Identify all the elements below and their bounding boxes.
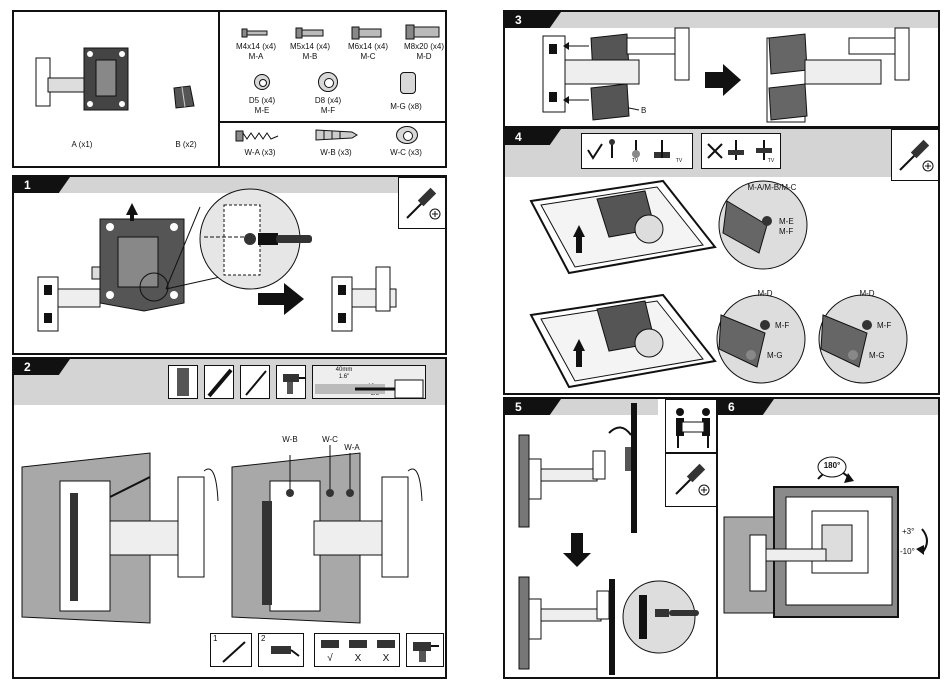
drill-icon — [411, 638, 441, 664]
tool-drill — [276, 365, 306, 399]
screw-m-b-icon — [296, 27, 324, 39]
washer-m-f-icon — [318, 72, 338, 92]
mount-arm-drawing — [34, 40, 134, 130]
substep-2-number: 2 — [261, 634, 265, 644]
step-4-mf-label-1: M-F — [779, 227, 793, 237]
screwdriver-tool-box — [398, 177, 447, 229]
washer-m-f-code: M-F — [298, 106, 358, 116]
screw-m-d-size: M8x20 (x4) — [394, 42, 447, 52]
screwdriver-icon — [403, 184, 443, 224]
drill-depth-diagram: 40mm 1.6" 10mm 3/8" — [312, 365, 426, 399]
drill-tool-box — [406, 633, 444, 667]
step-6-tilt-down: -10° — [900, 547, 915, 557]
tool-wall-drywall — [168, 365, 198, 399]
step-1-illustration — [14, 177, 394, 355]
washer-m-e-size: D5 (x4) — [232, 96, 292, 106]
step-4-mg-label-3: M-G — [869, 351, 885, 361]
screw-m-a-size: M4x14 (x4) — [226, 42, 286, 52]
anchor-cross-1: X — [351, 654, 365, 664]
wall-plug-w-b-icon — [316, 128, 358, 142]
wall-b-label: W-B (x3) — [306, 148, 366, 158]
screw-m-d-icon — [406, 24, 440, 40]
part-b-label: B (x2) — [166, 140, 206, 150]
part-a-label: A (x1) — [62, 140, 102, 150]
step-3-illustration — [505, 12, 938, 128]
spacer-m-g-code: M-G (x8) — [376, 102, 436, 112]
step-5-panel: 5 — [503, 397, 718, 679]
parts-panel: A (x1) B (x2) M4x14 (x4) M-A M5x14 (x4) … — [12, 10, 447, 168]
step-4-combo-label: M-A/M-B/M-C — [737, 183, 807, 193]
substep-1-box: 1 — [210, 633, 252, 667]
step-6-panel: 6 180° +3° -10° — [716, 397, 940, 679]
screw-m-c-size: M6x14 (x4) — [338, 42, 398, 52]
drill-depth-mm: 40mm — [329, 367, 359, 374]
wall-a-label: W-A (x3) — [230, 148, 290, 158]
tool-level — [204, 365, 234, 399]
screw-m-a-code: M-A — [226, 52, 286, 62]
screw-m-d-code: M-D — [394, 52, 447, 62]
screw-m-a-icon — [242, 28, 268, 38]
step-3-panel: 3 B — [503, 10, 940, 128]
callout-w-b: W-B — [278, 435, 302, 445]
step-4-me-label: M-E — [779, 217, 794, 227]
step-4-mg-label-2: M-G — [767, 351, 783, 361]
step-1-panel: 1 — [12, 175, 447, 355]
anchor-check-mark: √ — [323, 654, 337, 664]
screw-m-c-icon — [352, 26, 382, 40]
washer-m-f-size: D8 (x4) — [298, 96, 358, 106]
step-4-panel: 4 TV TV TV — [503, 127, 940, 395]
screw-m-c-code: M-C — [338, 52, 398, 62]
step-3-b-label: B — [641, 106, 646, 116]
substep-1-number: 1 — [213, 634, 217, 644]
substep-2-box: 2 — [258, 633, 304, 667]
screw-m-b-code: M-B — [280, 52, 340, 62]
washer-w-c-icon — [396, 126, 418, 144]
step-2-panel: 2 40mm 1.6" 10mm 3/8" W-B W-C W-A 1 — [12, 357, 447, 679]
callout-w-c: W-C — [318, 435, 342, 445]
step-6-rotation-label: 180° — [818, 461, 846, 471]
step-4-mf-label-3: M-F — [877, 321, 891, 331]
step-6-tilt-up: +3° — [902, 527, 914, 537]
step-6-illustration — [718, 399, 940, 679]
tool-pencil — [240, 365, 270, 399]
washer-m-e-icon — [254, 74, 270, 90]
wall-c-label: W-C (x3) — [376, 148, 436, 158]
step-4-md-label-3: M-D — [855, 289, 879, 299]
anchor-check-box: √ X X — [314, 633, 400, 667]
step-5-illustration — [505, 399, 717, 679]
step-4-mf-label-2: M-F — [775, 321, 789, 331]
callout-w-a: W-A — [340, 443, 364, 453]
screw-m-b-size: M5x14 (x4) — [280, 42, 340, 52]
spacer-block-drawing — [172, 84, 196, 110]
washer-m-e-code: M-E — [232, 106, 292, 116]
wood-screw-w-a-icon — [236, 130, 280, 142]
parts-divider-v — [218, 12, 220, 166]
step-4-md-label-2: M-D — [753, 289, 777, 299]
parts-divider-h — [218, 121, 445, 123]
anchor-cross-2: X — [379, 654, 393, 664]
spacer-m-g-icon — [400, 72, 416, 94]
